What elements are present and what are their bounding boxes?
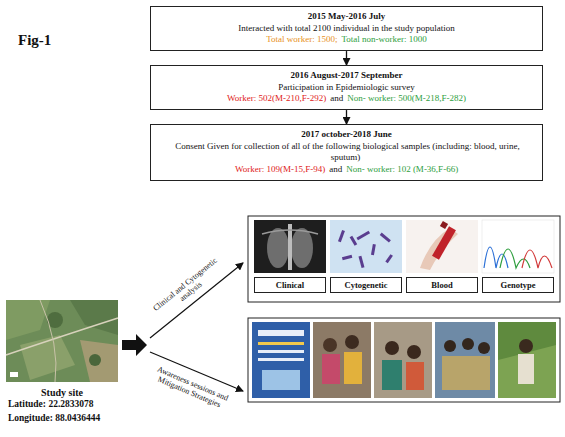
- caption-box: Genotype: [482, 277, 554, 293]
- caption-box: Clinical: [254, 277, 326, 293]
- block-arrow: [122, 334, 147, 356]
- node-text: Total worker: 1500;: [266, 34, 337, 44]
- site-map: [6, 300, 118, 382]
- figure-title: Fig-1: [18, 32, 51, 49]
- node-text: Consent Given for collection of all of t…: [175, 141, 520, 163]
- text-row: Total worker: 1500; Total non-worker: 100…: [159, 34, 534, 46]
- text-row: Clinical: [258, 280, 322, 290]
- node-text: Total non-worker: 1000: [342, 34, 427, 44]
- text-row: 2016 August-2017 September: [159, 70, 534, 82]
- process-box: 2016 August-2017 SeptemberParticipation …: [150, 65, 543, 110]
- edge-annotation: Awareness sessions and Mitigation Strate…: [142, 360, 239, 415]
- text-row: Blood: [410, 280, 474, 290]
- node-text: Cytogenetic: [345, 280, 388, 290]
- flow-arrow: [346, 110, 347, 124]
- text-row: Genotype: [486, 280, 550, 290]
- process-box: 2017 october-2018 JuneConsent Given for …: [150, 124, 543, 181]
- site-label: Study site: [7, 387, 117, 399]
- node-text: Genotype: [501, 280, 536, 290]
- node-text: Clinical: [276, 280, 304, 290]
- text-row: 2015 May-2016 July: [159, 11, 534, 23]
- awareness-photos: [248, 318, 560, 402]
- text-row: Cytogenetic: [334, 280, 398, 290]
- coordinate-label: Longitude: 88.0436444: [8, 413, 168, 424]
- text-row: 2017 october-2018 June: [159, 129, 534, 141]
- node-text: and: [330, 93, 343, 103]
- analysis-panel: [248, 216, 560, 302]
- node-text: Interacted with total 2100 individual in…: [238, 23, 454, 33]
- node-text: 2016 August-2017 September: [291, 70, 403, 80]
- text-row: Worker: 109(M-15,F-94) and Non- worker: 10…: [159, 164, 534, 176]
- caption-box: Blood: [406, 277, 478, 293]
- node-text: 2015 May-2016 July: [308, 11, 386, 21]
- node-text: Non- worker: 500(M-218,F-282): [347, 93, 466, 103]
- coordinate-label: Latitude: 22.2833078: [8, 399, 168, 410]
- edge-annotation: Clinical and Cytogenetic analysis: [150, 255, 225, 321]
- text-row: Consent Given for collection of all of t…: [159, 141, 534, 164]
- node-text: 2017 october-2018 June: [301, 129, 392, 139]
- node-text: Worker: 502(M-210,F-292): [227, 93, 326, 103]
- caption-box: Cytogenetic: [330, 277, 402, 293]
- node-text: Worker: 109(M-15,F-94): [235, 164, 325, 174]
- node-text: Non- worker: 102 (M-36,F-66): [346, 164, 458, 174]
- node-text: and: [329, 164, 342, 174]
- text-row: Participation in Epidemiologic survey: [159, 82, 534, 94]
- flow-arrow: [346, 51, 347, 65]
- process-box: 2015 May-2016 JulyInteracted with total …: [150, 6, 543, 51]
- node-text: Participation in Epidemiologic survey: [278, 82, 415, 92]
- text-row: Worker: 502(M-210,F-292) and Non- worker: …: [159, 93, 534, 105]
- node-text: Blood: [431, 280, 452, 290]
- text-row: Interacted with total 2100 individual in…: [159, 23, 534, 35]
